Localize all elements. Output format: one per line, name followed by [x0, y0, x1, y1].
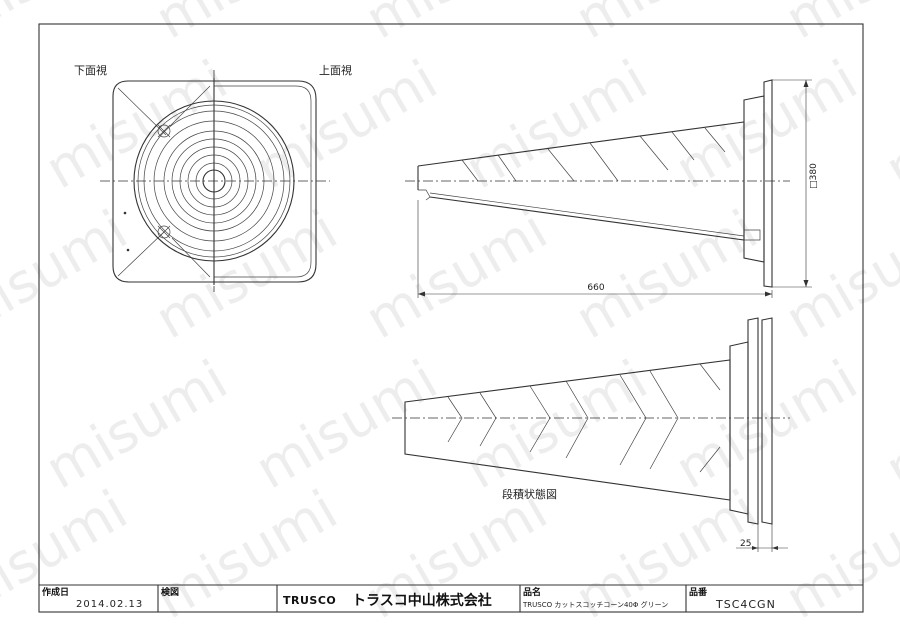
watermark-text: misumi	[145, 0, 348, 51]
watermark-text: misumi	[455, 348, 658, 501]
stack-offset-dimension-text: 25	[740, 539, 751, 549]
checked-label: 検図	[161, 586, 179, 598]
drawing-border	[38, 23, 864, 613]
side-chevron-stripes	[461, 127, 726, 182]
plan-view	[100, 70, 330, 292]
watermark-text: misumi	[145, 478, 348, 631]
watermark-text: misumi	[0, 198, 138, 351]
bottom-view-ribs	[117, 85, 211, 278]
created-date-value: 2014.02.13	[76, 599, 143, 610]
product-code-label: 品番	[689, 586, 708, 598]
created-date-label: 作成日	[42, 586, 69, 598]
bottom-view-label: 下面視	[74, 63, 107, 77]
watermark-text: misumi	[775, 198, 900, 351]
watermark-text: misumi	[35, 348, 238, 501]
product-name-label: 品名	[523, 586, 541, 598]
title-block	[39, 584, 863, 612]
top-view-outline	[214, 80, 317, 283]
top-view-inner-outline	[214, 85, 312, 278]
bolt-marks	[123, 124, 171, 252]
watermark-text: misumi	[565, 0, 768, 51]
watermark-text: misumi	[565, 198, 768, 351]
stacked-view	[392, 317, 790, 552]
watermark-text: misumi	[355, 0, 558, 51]
watermark-text: misumi	[875, 348, 900, 501]
company-name: トラスコ中山株式会社	[352, 592, 492, 609]
top-view-label: 上面視	[319, 63, 352, 77]
watermark-text: misumi	[775, 0, 900, 51]
watermark-text: misumi	[0, 0, 138, 51]
product-name-value: TRUSCO カットスコッチコーン40Φ グリーン	[522, 600, 668, 609]
watermark-text: misumi	[355, 198, 558, 351]
watermark-text: misumi	[875, 48, 900, 201]
watermark-text: misumi	[775, 478, 900, 631]
watermark-text: misumi	[665, 348, 868, 501]
height-dimension-text: □380	[809, 163, 819, 189]
watermark-text: misumi	[665, 48, 868, 201]
stacked-view-label: 段積状態図	[502, 487, 557, 501]
watermark-text: misumi	[245, 348, 448, 501]
watermark-text: misumi	[35, 48, 238, 201]
length-dimension-text: 660	[587, 283, 604, 293]
company-logo: TRUSCO	[283, 594, 336, 607]
watermark-text: misumi	[145, 198, 348, 351]
side-view	[405, 79, 812, 298]
product-code-value: TSC4CGN	[715, 598, 776, 611]
watermark-text: misumi	[455, 48, 658, 201]
